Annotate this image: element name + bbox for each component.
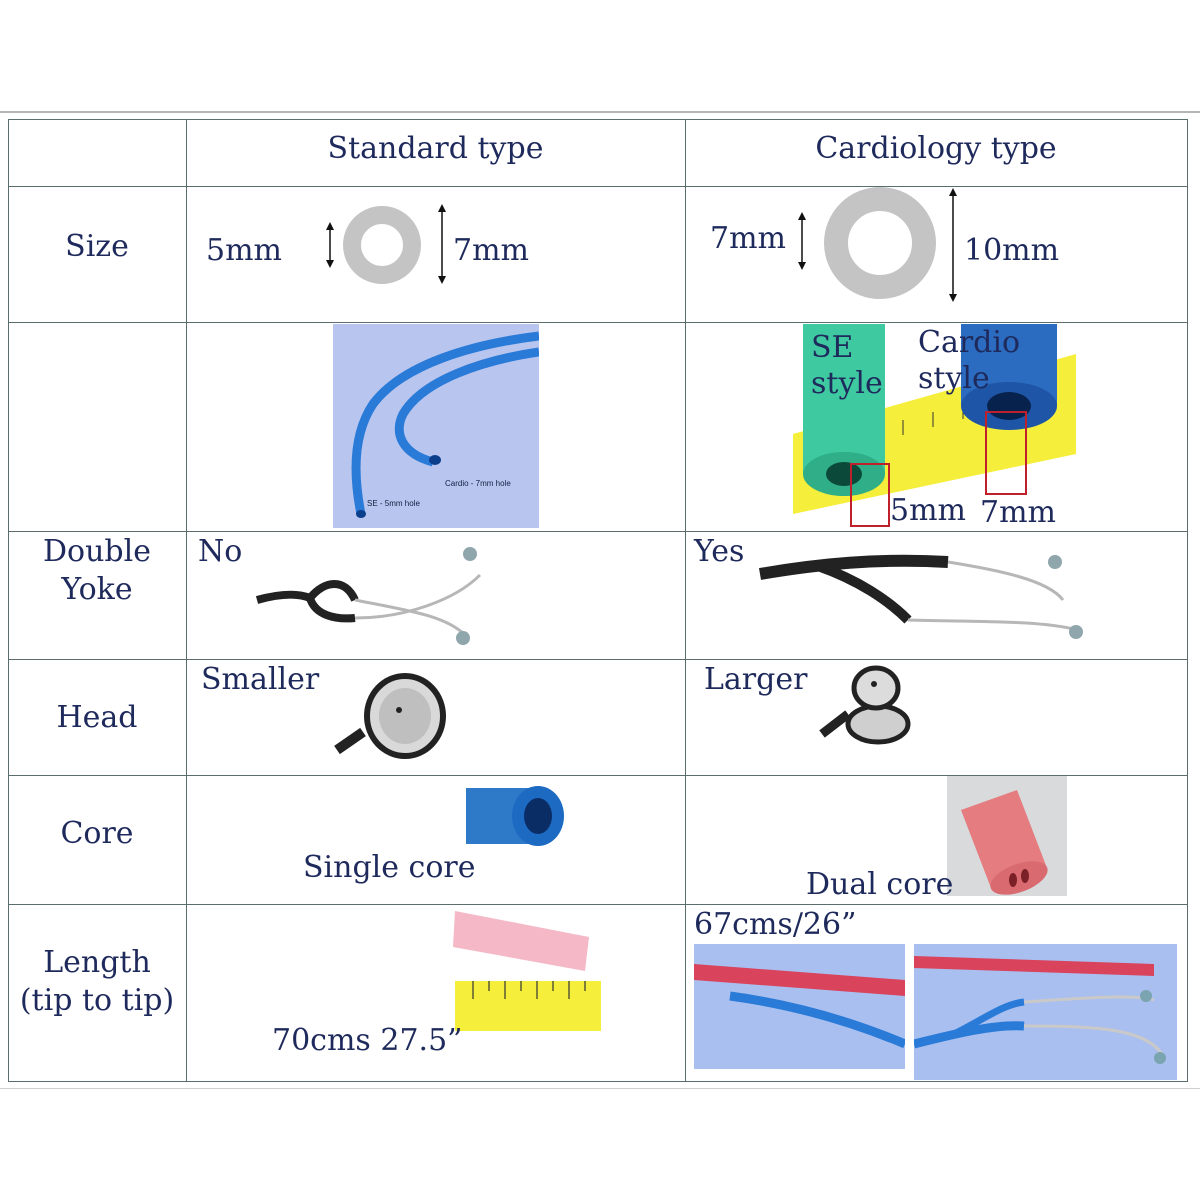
cardio-hole-7mm-label: 7mm — [980, 495, 1056, 530]
cardio-tubing-compare-photo — [793, 324, 1076, 530]
table-col-divider — [186, 119, 187, 1082]
table-row-divider — [8, 322, 1188, 323]
cardio-hole-caption: Cardio - 7mm hole — [445, 479, 511, 488]
table-border-left — [8, 119, 9, 1082]
row-label-core: Core — [60, 816, 134, 851]
cardio-stethoscope-double-yoke-image — [758, 554, 1083, 639]
bottom-divider — [0, 1088, 1200, 1089]
row-label-line: Yoke — [61, 572, 133, 607]
cardio-length-value: 67cms/26” — [694, 907, 857, 942]
standard-length-value: 70cms 27.5” — [272, 1023, 463, 1058]
se-hole-5mm-label: 5mm — [890, 493, 966, 528]
table-row-divider — [8, 659, 1188, 660]
row-label-head: Head — [56, 700, 138, 735]
standard-yoke-value: No — [198, 534, 243, 569]
table-border-top — [8, 119, 1188, 120]
header-standard-type: Standard type — [327, 131, 544, 166]
row-label-line: Length — [43, 945, 151, 980]
header-cardiology-type: Cardiology type — [815, 131, 1057, 166]
single-core-tube-image — [466, 780, 566, 855]
standard-tube-cross-section-diagram — [326, 204, 446, 284]
standard-tubing-photo: Cardio - 7mm hole SE - 5mm hole — [333, 324, 539, 528]
cardio-chestpiece-image — [819, 665, 911, 745]
cardio-tube-cross-section-diagram — [798, 187, 957, 302]
table-row-divider — [8, 186, 1188, 187]
table-border-bottom — [8, 1081, 1188, 1082]
cardio-yoke-value: Yes — [694, 534, 745, 569]
cardio-outer-size: 10mm — [964, 233, 1060, 268]
standard-stethoscope-single-yoke-image — [255, 547, 482, 645]
cardio-length-measure-image-2 — [914, 944, 1177, 1080]
row-label-double-yoke: Double Yoke — [8, 533, 186, 609]
dual-core-tube-image — [947, 776, 1067, 896]
table-row-divider — [8, 775, 1188, 776]
row-label-line: (tip to tip) — [19, 983, 175, 1018]
cardio-length-measure-image-1 — [694, 944, 905, 1069]
table-border-right — [1187, 119, 1188, 1082]
cardio-inner-size: 7mm — [710, 221, 786, 256]
standard-chestpiece-image — [334, 673, 446, 759]
se-hole-caption: SE - 5mm hole — [367, 499, 420, 508]
row-label-size: Size — [65, 229, 129, 264]
standard-core-value: Single core — [303, 850, 476, 885]
row-label-line: Double — [43, 534, 151, 569]
standard-outer-size: 7mm — [453, 233, 529, 268]
standard-inner-size: 5mm — [206, 233, 282, 268]
standard-length-measure-image — [453, 907, 601, 1037]
top-divider — [0, 111, 1200, 113]
cardio-core-value: Dual core — [806, 867, 954, 902]
standard-head-value: Smaller — [201, 662, 320, 697]
table-col-divider — [685, 119, 686, 1082]
table-row-divider — [8, 904, 1188, 905]
table-row-divider — [8, 531, 1188, 532]
cardio-head-value: Larger — [704, 662, 808, 697]
row-label-length: Length (tip to tip) — [8, 944, 186, 1020]
